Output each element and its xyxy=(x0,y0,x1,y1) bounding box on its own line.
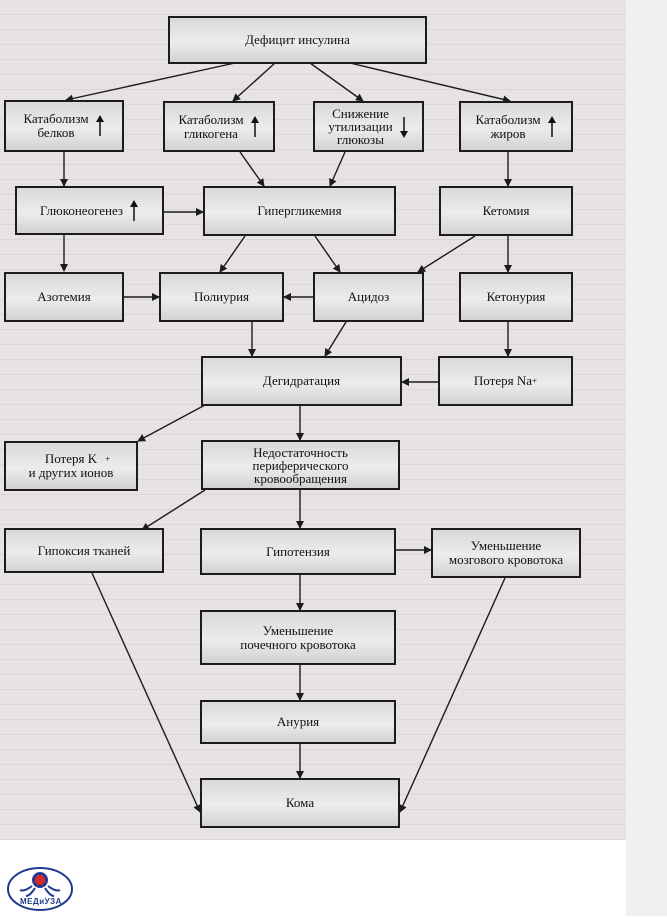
box-ketonemia-label: Кетомия xyxy=(482,203,530,218)
na-plus-superscript: + xyxy=(531,376,538,386)
box-anuria: Анурия xyxy=(200,700,396,744)
box-hypotension-label: Гипотензия xyxy=(266,543,330,559)
box-ketonuria-label: Кетонурия xyxy=(486,289,546,304)
decrease-arrow-icon xyxy=(399,116,409,138)
box-fat-catabolism-label: Катаболизм жиров xyxy=(475,111,541,141)
box-glycogen-catabolism-label: Катаболизм гликогена xyxy=(178,111,244,141)
box-azotemia-label: Азотемия xyxy=(37,289,91,304)
box-acidosis-label: Ацидоз xyxy=(347,289,390,304)
box-k-loss: Потеря K и других ионов + xyxy=(4,441,138,491)
box-gluconeogenesis: Глюконеогенез xyxy=(15,186,164,235)
box-insulin-deficit-label: Дефицит инсулина xyxy=(245,32,350,47)
box-renal-flow: Уменьшение почечного кровотока xyxy=(200,610,396,665)
logo-text: МЕДиУЗА xyxy=(20,897,62,906)
increase-arrow-icon xyxy=(250,115,260,138)
box-coma: Кома xyxy=(200,778,400,828)
box-polyuria: Полиурия xyxy=(159,272,284,322)
box-na-loss-label: Потеря Na xyxy=(473,373,532,388)
box-protein-catabolism: Катаболизм белков xyxy=(4,100,124,152)
box-glycogen-catabolism: Катаболизм гликогена xyxy=(163,101,275,152)
box-brain-flow: Уменьшение мозгового кровотока xyxy=(431,528,581,578)
box-polyuria-label: Полиурия xyxy=(193,289,250,304)
increase-arrow-icon xyxy=(129,199,139,222)
box-hypoxia-label: Гипоксия тканей xyxy=(37,542,131,558)
box-gluconeogenesis-label: Глюконеогенез xyxy=(39,202,124,218)
box-anuria-label: Анурия xyxy=(276,714,320,729)
box-k-loss-label: Потеря K и других ионов xyxy=(28,451,114,480)
box-ketonuria: Кетонурия xyxy=(459,272,573,322)
box-circulation-label: Недостаточность периферического кровообр… xyxy=(252,444,349,486)
box-brain-flow-label: Уменьшение мозгового кровотока xyxy=(448,538,564,567)
box-acidosis: Ацидоз xyxy=(313,272,424,322)
box-fat-catabolism: Катаболизм жиров xyxy=(459,101,573,152)
box-na-loss: Потеря Na+ xyxy=(438,356,573,406)
octopus-logo-icon xyxy=(6,866,74,912)
increase-arrow-icon xyxy=(547,115,557,138)
box-dehydration: Дегидратация xyxy=(201,356,402,406)
box-renal-flow-label: Уменьшение почечного кровотока xyxy=(240,622,356,652)
increase-arrow-icon xyxy=(95,115,105,137)
box-protein-catabolism-label: Катаболизм белков xyxy=(23,111,89,140)
page-margin xyxy=(626,0,667,916)
box-circulation: Недостаточность периферического кровообр… xyxy=(201,440,400,490)
box-glucose-utilization: Снижение утилизации глюкозы xyxy=(313,101,424,152)
box-insulin-deficit: Дефицит инсулина xyxy=(168,16,427,64)
box-coma-label: Кома xyxy=(285,795,315,810)
box-hypotension: Гипотензия xyxy=(200,528,396,575)
box-hypoxia: Гипоксия тканей xyxy=(4,528,164,573)
box-hyperglycemia-label: Гипергликемия xyxy=(257,203,342,218)
box-hyperglycemia: Гипергликемия xyxy=(203,186,396,236)
box-ketonemia: Кетомия xyxy=(439,186,573,236)
box-dehydration-label: Дегидратация xyxy=(262,373,341,388)
k-plus-superscript: + xyxy=(105,454,111,464)
box-glucose-utilization-label: Снижение утилизации глюкозы xyxy=(328,106,393,147)
box-azotemia: Азотемия xyxy=(4,272,124,322)
